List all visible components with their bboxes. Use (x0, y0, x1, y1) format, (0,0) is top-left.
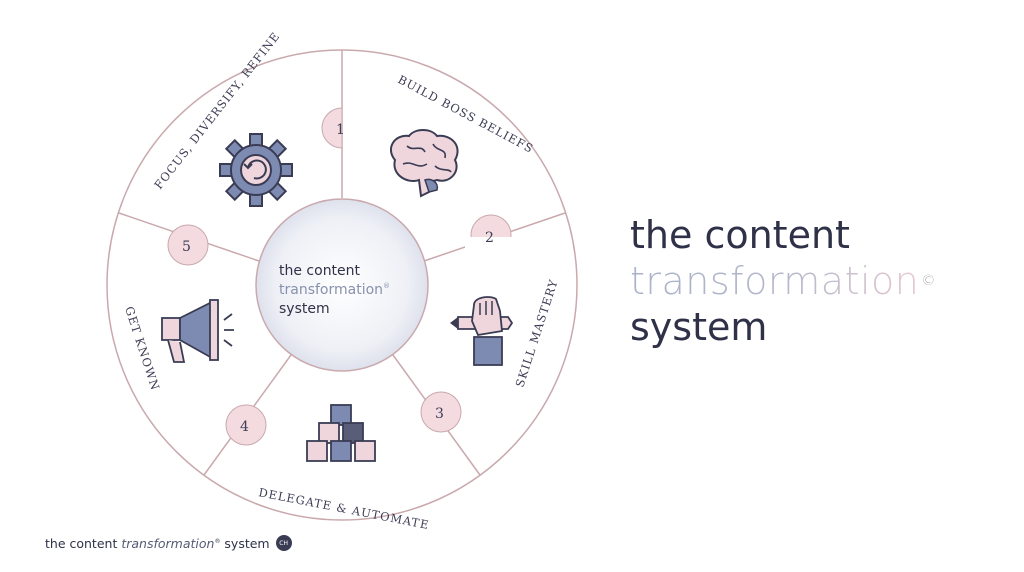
number-1: 1 (336, 122, 345, 138)
gear-icon (219, 133, 293, 207)
copyright-mark: © (921, 273, 936, 289)
number-tab-5[interactable]: 5 (167, 224, 209, 266)
footer-text: the content transformation® system (45, 536, 270, 551)
title-line-1: the content (630, 213, 850, 257)
title-line-2-word: transformation (630, 259, 920, 303)
title-line-2: transformation© (630, 258, 1010, 304)
number-tab-3[interactable]: 3 (420, 391, 462, 433)
center-registered-mark: ® (383, 282, 390, 290)
footer-text-b: transformation (121, 535, 215, 551)
brain-icon (390, 129, 459, 198)
number-tab-2[interactable]: 2 (465, 214, 517, 259)
number-tab-1[interactable]: 1 (321, 107, 345, 149)
center-line-2: transformation® (279, 282, 390, 298)
footer: the content transformation® system CH (45, 535, 292, 551)
footer-badge: CH (275, 535, 292, 551)
title-line-3: system (630, 305, 768, 349)
number-tab-4[interactable]: 4 (225, 404, 267, 446)
center-line-2-word: transformation (279, 282, 383, 298)
number-4: 4 (240, 419, 249, 435)
footer-text-a: the content (45, 535, 122, 551)
title-block: the content transformation© system (630, 212, 1010, 350)
number-2: 2 (485, 230, 494, 246)
blocks-icon (306, 404, 376, 462)
megaphone-icon (161, 299, 234, 363)
number-5: 5 (182, 239, 191, 255)
center-line-3: system (279, 301, 330, 317)
footer-registered-mark: ® (214, 537, 221, 545)
center-circle (255, 198, 429, 372)
center-line-1: the content (279, 263, 361, 279)
number-3: 3 (435, 406, 444, 422)
hand-pencil-icon (450, 296, 514, 366)
footer-text-c: system (220, 535, 270, 551)
